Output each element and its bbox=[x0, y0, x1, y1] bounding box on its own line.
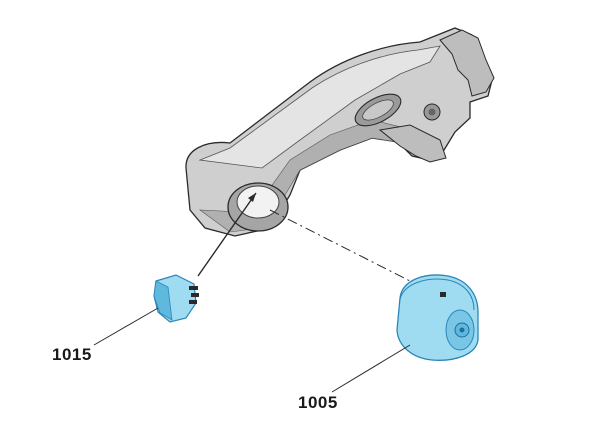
housing-lower-bracket bbox=[378, 124, 447, 163]
part-1005-band bbox=[399, 278, 475, 311]
housing-oval-inner bbox=[362, 99, 394, 121]
housing-arm bbox=[185, 27, 495, 237]
part-1015-face bbox=[153, 280, 173, 321]
callout-1015: 1015 bbox=[52, 345, 92, 364]
center-axis-line bbox=[269, 209, 413, 283]
housing-end-bore-inner bbox=[236, 185, 280, 219]
insertion-arrow bbox=[197, 192, 257, 277]
part-1015-tab-top bbox=[189, 286, 198, 290]
housing-arm-top-face bbox=[198, 45, 441, 169]
part-1005-notch bbox=[440, 292, 446, 297]
callout-1005: 1005 bbox=[298, 393, 338, 412]
housing-small-bore-inner bbox=[428, 108, 436, 116]
part-1005-hub-hole bbox=[459, 327, 465, 333]
part-1005-cylinder bbox=[396, 274, 479, 361]
leader-line-1005 bbox=[331, 344, 411, 393]
leader-line-1015 bbox=[93, 307, 159, 346]
housing-mount-bracket bbox=[439, 29, 495, 97]
part-1015-tab-mid bbox=[191, 293, 199, 297]
part-1015-cap bbox=[153, 274, 199, 323]
part-1015-tab-bottom bbox=[189, 300, 197, 304]
